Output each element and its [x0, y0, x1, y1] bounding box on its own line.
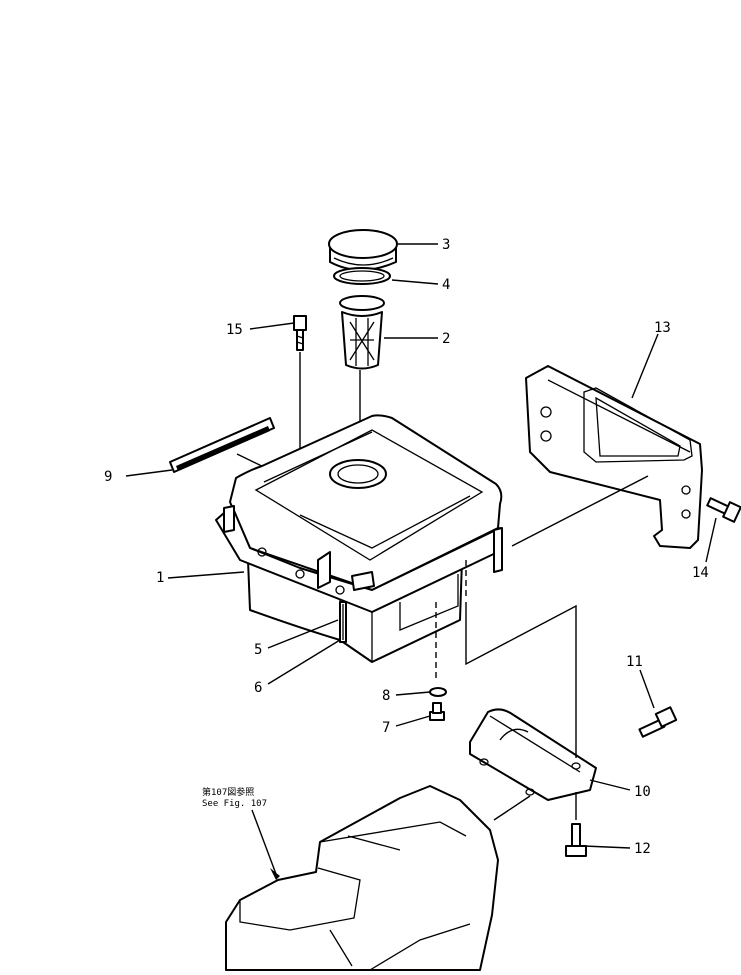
callout-12: 12	[634, 841, 651, 857]
side-cover	[525, 365, 703, 549]
callout-14: 14	[692, 565, 709, 581]
drain-gasket	[429, 687, 447, 697]
reference-note-en: See Fig. 107	[202, 799, 267, 809]
cap-gasket	[333, 267, 391, 285]
fuel-strainer	[339, 295, 385, 370]
callout-8: 8	[382, 688, 390, 704]
fuel-tank	[215, 414, 503, 663]
filler-cap	[328, 229, 398, 271]
callout-6: 6	[254, 680, 262, 696]
callout-15: 15	[226, 322, 243, 338]
callout-9: 9	[104, 469, 112, 485]
reference-note-jp: 第107図参照	[202, 786, 254, 798]
bolt-11	[638, 706, 678, 738]
bolt-14	[706, 497, 741, 523]
drain-plug	[429, 702, 445, 721]
frame-reference	[225, 785, 499, 971]
callout-leaders	[125, 243, 717, 849]
callout-2: 2	[442, 331, 450, 347]
bolt-12	[565, 823, 587, 857]
callout-3: 3	[442, 237, 450, 253]
level-gauge	[339, 601, 347, 643]
callout-1: 1	[156, 570, 164, 586]
callout-4: 4	[442, 277, 450, 293]
callout-10: 10	[634, 784, 651, 800]
callout-5: 5	[254, 642, 262, 658]
mounting-bracket	[469, 708, 597, 801]
seal-strip	[169, 417, 275, 473]
callout-11: 11	[626, 654, 643, 670]
bolt-15	[293, 315, 307, 351]
callout-13: 13	[654, 320, 671, 336]
callout-7: 7	[382, 720, 390, 736]
